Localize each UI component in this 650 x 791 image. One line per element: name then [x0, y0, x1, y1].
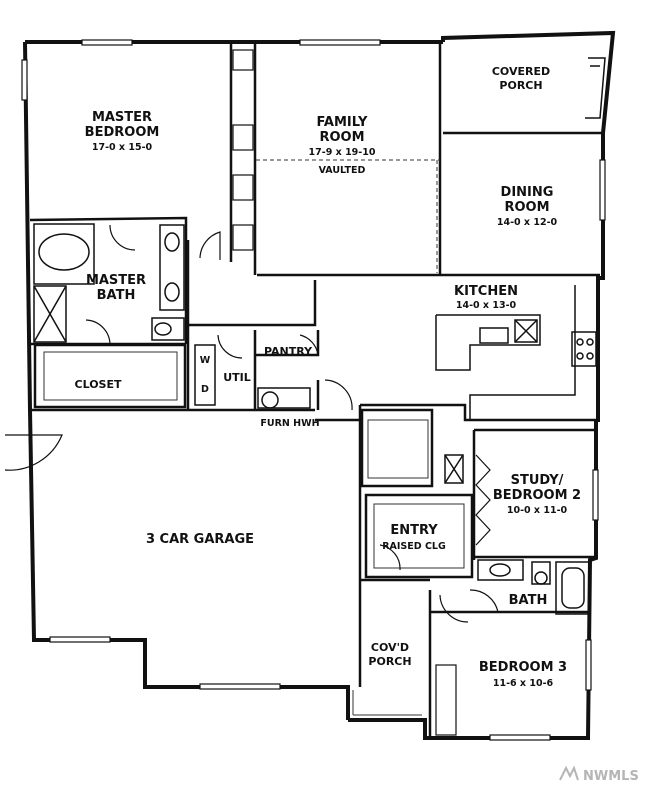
util-dryer: D	[201, 384, 209, 395]
bath-name: BATH	[509, 593, 548, 608]
study-name-2: BEDROOM 2	[493, 488, 581, 503]
plan-details	[43, 159, 465, 716]
closet-name: CLOSET	[75, 378, 122, 391]
watermark-text: NWMLS	[583, 769, 639, 784]
dining-room-name-1: DINING	[501, 185, 554, 200]
master-bath-name-2: BATH	[97, 288, 136, 303]
util-fixtures	[194, 344, 464, 484]
study-dims: 10-0 x 11-0	[507, 505, 568, 516]
family-room-dims: 17-9 x 19-10	[309, 147, 376, 158]
covd-porch-name-2: PORCH	[368, 655, 411, 668]
kitchen-name: KITCHEN	[454, 284, 518, 299]
study-name-1: STUDY/	[511, 473, 564, 488]
porch-fireplace	[585, 57, 606, 119]
master-bedroom-name-1: MASTER	[92, 110, 152, 125]
master-bedroom-name-2: BEDROOM	[85, 125, 160, 140]
master-bedroom-dims: 17-0 x 15-0	[92, 142, 153, 153]
family-room-note: VAULTED	[319, 165, 366, 176]
util-name: UTIL	[223, 371, 251, 384]
covered-porch-name-2: PORCH	[499, 79, 542, 92]
watermark: NWMLS	[559, 765, 639, 784]
hall-bath-fixtures	[477, 559, 591, 615]
furn-hwh-label: FURN HWH	[260, 418, 319, 429]
kitchen-counters	[435, 285, 597, 420]
covd-porch-name-1: COV'D	[371, 641, 409, 654]
bedroom3-dims: 11-6 x 10-6	[493, 678, 554, 689]
covered-porch-name-1: COVERED	[492, 65, 550, 78]
util-washer: W	[200, 355, 211, 366]
family-room-name-1: FAMILY	[317, 115, 368, 130]
room-labels: MASTER BEDROOM 17-0 x 15-0 FAMILY ROOM 1…	[75, 65, 582, 689]
family-room-name-2: ROOM	[319, 130, 364, 145]
pantry-name: PANTRY	[264, 345, 313, 358]
dining-room-name-2: ROOM	[504, 200, 549, 215]
entry-note: RAISED CLG	[382, 541, 446, 552]
master-bath-name-1: MASTER	[86, 273, 146, 288]
doors	[4, 224, 499, 623]
garage-name: 3 CAR GARAGE	[146, 532, 254, 547]
windows	[21, 39, 606, 741]
dining-room-dims: 14-0 x 12-0	[497, 217, 558, 228]
entry-name: ENTRY	[390, 523, 438, 538]
master-bath-fixtures	[33, 223, 185, 343]
kitchen-dims: 14-0 x 13-0	[456, 300, 517, 311]
bedroom3-name: BEDROOM 3	[479, 660, 567, 675]
